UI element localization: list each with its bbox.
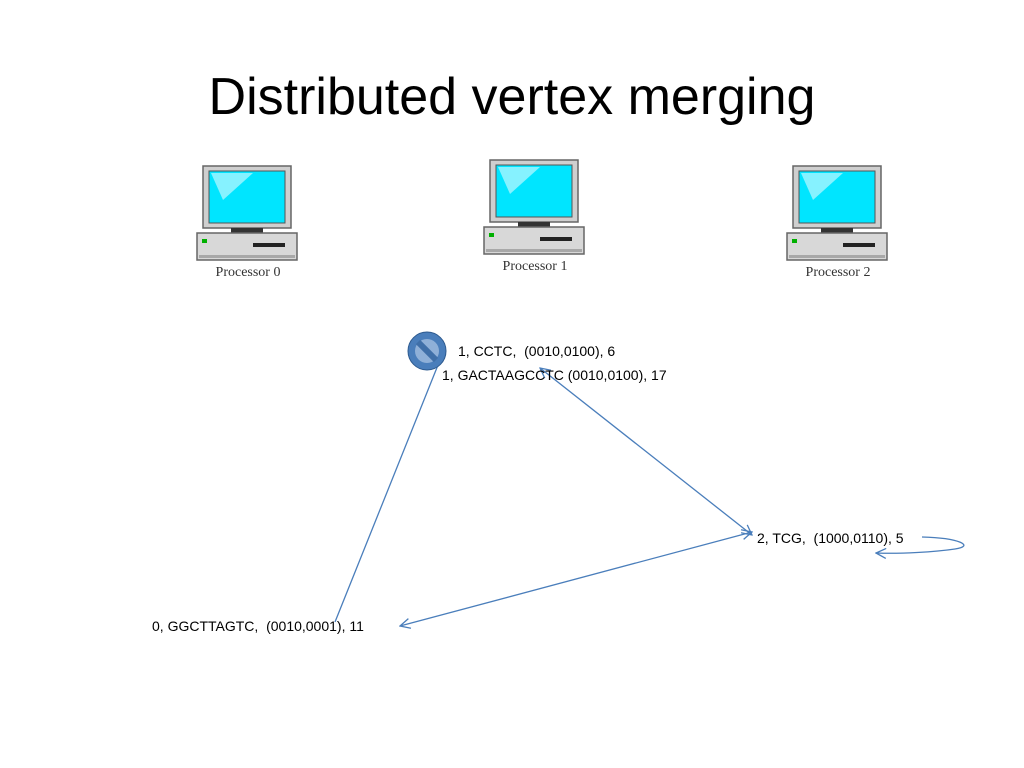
self-loop-tcg [876, 536, 965, 553]
desktop-computer-icon [786, 165, 888, 261]
slide-title: Distributed vertex merging [208, 68, 816, 126]
vertex-gactaagcctc-label: 1, GACTAAGCCTC (0010,0100), 17 [442, 367, 667, 383]
processor-label: Processor 1 [502, 259, 568, 274]
vertex-tcg-label: 2, TCG, (1000,0110), 5 [757, 530, 904, 546]
desktop-computer-icon [483, 159, 585, 255]
no-entry-icon [407, 331, 447, 371]
vertex-cctc-label: 1, CCTC, (0010,0100), 6 [458, 343, 616, 359]
desktop-computer-icon [196, 165, 298, 261]
vertex-ggcttagtc-label: 0, GGCTTAGTC, (0010,0001), 11 [152, 618, 364, 634]
edge-cctc-ggcttagtc [334, 359, 441, 623]
edge-gactaagcctc-tcg [540, 368, 752, 535]
edge-tcg-ggcttagtc [400, 532, 752, 626]
processor-2: Processor 2 [783, 160, 893, 290]
processor-1: Processor 1 [480, 154, 590, 284]
processor-label: Processor 0 [215, 265, 281, 280]
processor-label: Processor 2 [805, 265, 871, 280]
processor-0: Processor 0 [193, 160, 303, 290]
